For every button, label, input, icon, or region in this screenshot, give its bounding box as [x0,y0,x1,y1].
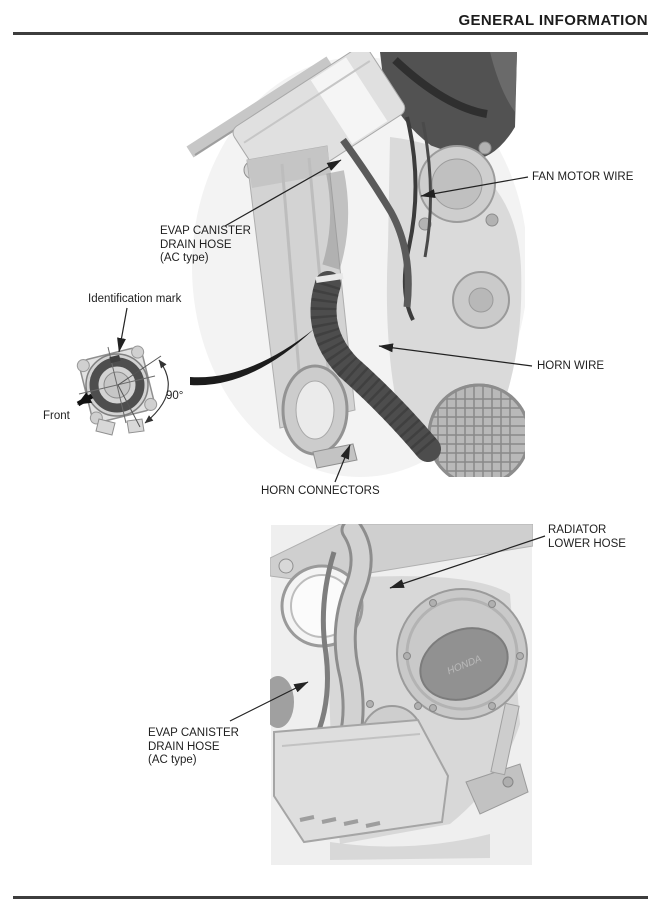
label-line: 90° [166,390,184,402]
evap-drain-hose-drawing [340,137,412,308]
label-evap-canister-bottom: EVAP CANISTER DRAIN HOSE (AC type) [148,727,239,768]
header-rule [13,32,648,35]
label-line: Identification mark [88,293,182,305]
label-line: DRAIN HOSE [148,740,220,753]
clutch-cover: HONDA [396,588,528,720]
label-radiator-lower-hose: RADIATOR LOWER HOSE [548,524,626,551]
label-line: Front [43,410,70,422]
label-evap-canister-top: EVAP CANISTER DRAIN HOSE (AC type) [160,225,251,266]
label-line: DRAIN HOSE [160,238,232,251]
label-line: EVAP CANISTER [148,727,239,739]
engine-side-illustration: HONDA [262,518,534,865]
label-line: RADIATOR [548,524,607,536]
label-line: LOWER HOSE [548,537,626,550]
label-horn-connectors: HORN CONNECTORS [261,485,380,499]
label-line: FAN MOTOR WIRE [532,171,634,183]
label-identification-mark: Identification mark [88,293,181,307]
frame-links [465,702,529,815]
airbox-shadow [380,52,517,161]
footer-rule [13,896,648,899]
identification-mark-diagram [55,333,195,438]
label-line: HORN CONNECTORS [261,485,380,497]
horn-grille [427,383,531,487]
label-fan-motor-wire: FAN MOTOR WIRE [532,171,633,185]
page-header-title: GENERAL INFORMATION [458,12,648,29]
label-horn-wire: HORN WIRE [537,360,604,374]
label-line: EVAP CANISTER [160,225,251,237]
figure-bottom-engine-photo: HONDA [262,518,534,866]
bottom-shadow [330,834,490,860]
hose-joint-detail [76,345,158,436]
label-line: HORN WIRE [537,360,605,372]
label-line: (AC type) [160,252,209,264]
mount-legs [95,418,145,436]
label-angle-90: 90° [166,390,183,404]
label-line: (AC type) [148,754,197,766]
label-front: Front [43,410,70,424]
